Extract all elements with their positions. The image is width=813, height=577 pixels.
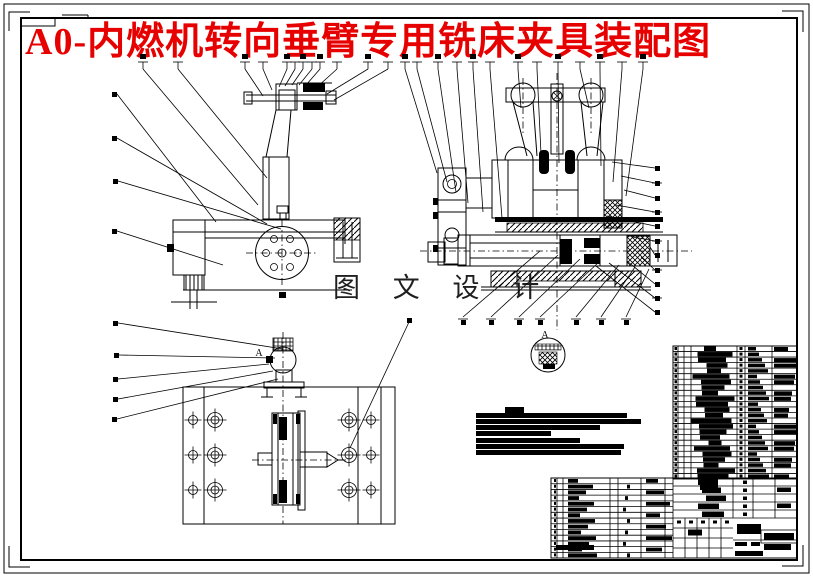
detail-view-a: A (530, 330, 566, 373)
detail-view-label: A (541, 330, 549, 341)
bolt-holes (184, 408, 380, 502)
title-block (550, 477, 798, 559)
callout-ticks (112, 54, 662, 422)
watermark: 图 文 设 计 (333, 273, 552, 303)
plan-view-detail-marker: A (255, 348, 263, 359)
plan-view: A (182, 332, 396, 525)
technical-notes-redacted (476, 407, 641, 455)
parts-list-table (672, 345, 798, 480)
sheet-frame (3, 3, 810, 574)
section-view (420, 73, 692, 330)
leader-lines (116, 68, 656, 449)
